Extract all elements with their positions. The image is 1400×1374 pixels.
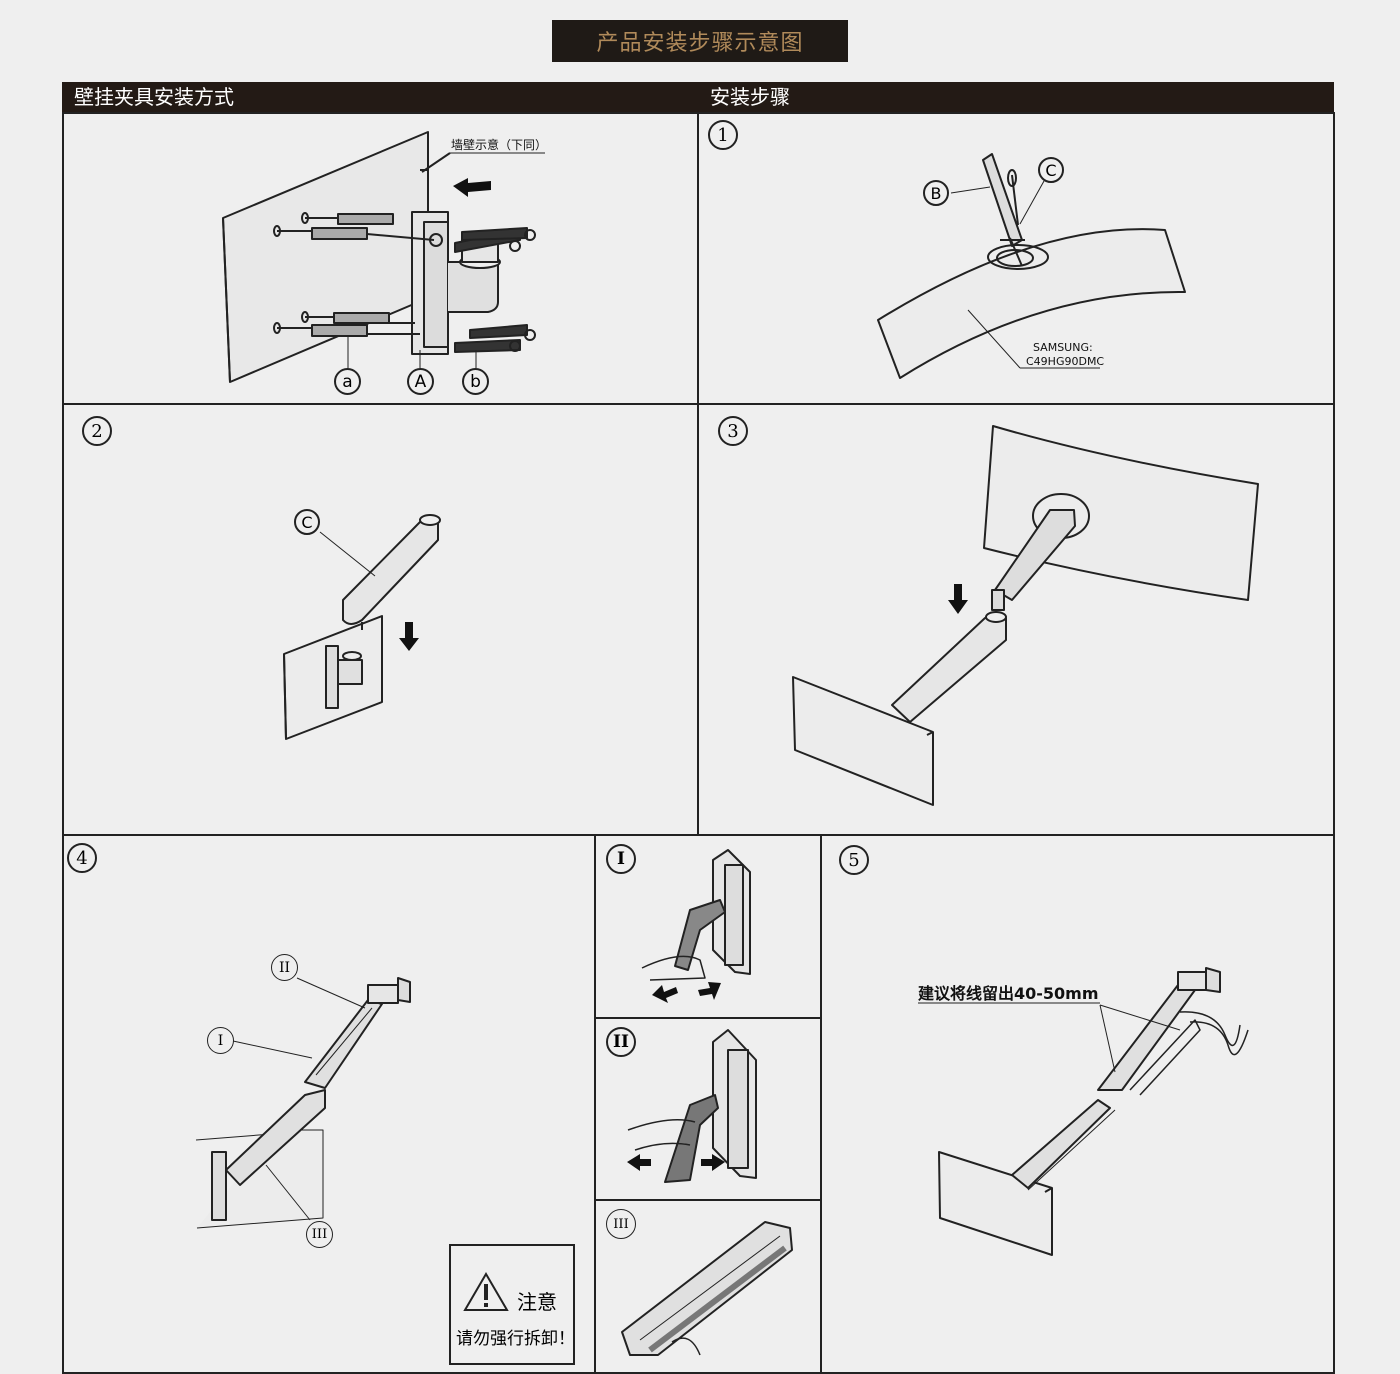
wall-clamp-drawing xyxy=(222,131,545,383)
step-number-1: 1 xyxy=(708,120,738,150)
step4-label-II: II xyxy=(271,954,298,981)
step-number-2: 2 xyxy=(82,416,112,446)
substep-number-II: II xyxy=(606,1027,636,1057)
caution-box: 注意 请勿强行拆卸！ xyxy=(449,1244,575,1365)
wall-note: 墙壁示意（下同） xyxy=(451,138,548,152)
label-a: a xyxy=(334,368,361,395)
substep3-drawing xyxy=(621,1221,793,1356)
caution-heading: 注意 xyxy=(517,1290,557,1314)
step1-label-B: B xyxy=(923,180,949,206)
step-number-4: 4 xyxy=(67,843,97,873)
cable-length-note: 建议将线留出40-50mm xyxy=(918,984,1099,1003)
step1-label-C: C xyxy=(1038,157,1064,183)
step2-drawing xyxy=(283,514,441,740)
warning-icon xyxy=(463,1272,509,1311)
page-title: 产品安装步骤示意图 xyxy=(552,20,848,62)
substep-number-III: III xyxy=(606,1209,636,1239)
step-number-3: 3 xyxy=(718,416,748,446)
caution-text: 请勿强行拆卸！ xyxy=(456,1329,575,1349)
substep2-drawing xyxy=(627,1029,757,1183)
step4-drawing xyxy=(195,977,411,1229)
step4-label-I: I xyxy=(207,1027,234,1054)
label-b: b xyxy=(462,368,489,395)
substep1-drawing xyxy=(641,849,751,1003)
step-number-5: 5 xyxy=(839,845,869,875)
substep-number-I: I xyxy=(606,844,636,874)
header-steps: 安装步骤 xyxy=(698,82,1334,112)
step5-drawing xyxy=(918,967,1249,1256)
monitor-model: C49HG90DMC xyxy=(1026,355,1105,368)
header-wall-clamp: 壁挂夹具安装方式 xyxy=(62,82,698,112)
monitor-brand: SAMSUNG: xyxy=(1033,341,1093,354)
step3-drawing xyxy=(792,425,1259,806)
step2-label-C: C xyxy=(294,509,320,535)
step4-label-III: III xyxy=(306,1221,333,1248)
step1-drawing xyxy=(877,153,1186,379)
label-A: A xyxy=(407,368,434,395)
